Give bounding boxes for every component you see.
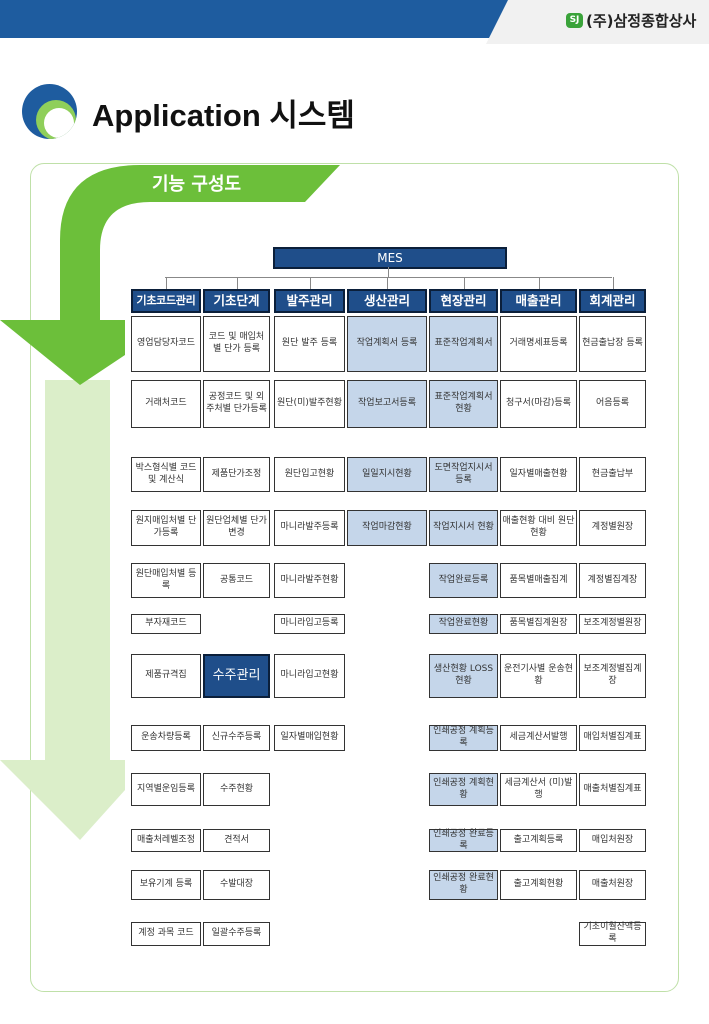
connector-line bbox=[236, 277, 238, 289]
function-node[interactable]: 지역별운임등록 bbox=[131, 773, 201, 806]
category-header[interactable]: 회계관리 bbox=[579, 289, 646, 313]
function-node[interactable]: 마니라발주현황 bbox=[274, 563, 345, 598]
function-node[interactable]: 원단업체별 단가변경 bbox=[203, 510, 270, 546]
function-node[interactable]: 원단매입처별 등록 bbox=[131, 563, 201, 598]
function-node[interactable]: 계정별집계장 bbox=[579, 563, 646, 598]
function-node[interactable]: 표준작업계획서 bbox=[429, 316, 498, 372]
category-header[interactable]: 발주관리 bbox=[274, 289, 345, 313]
company-logo: SJ(주)삼정종합상사 bbox=[566, 10, 696, 31]
function-node[interactable]: 공통코드 bbox=[203, 563, 270, 598]
category-header[interactable]: 기초단계 bbox=[203, 289, 270, 313]
function-node[interactable]: 매출처원장 bbox=[579, 870, 646, 900]
function-node[interactable]: 작업계획서 등록 bbox=[347, 316, 427, 372]
function-node[interactable]: 세금계산서 (미)발행 bbox=[500, 773, 577, 806]
connector-line bbox=[165, 277, 612, 278]
logo-icon: SJ bbox=[566, 13, 583, 28]
function-node[interactable]: 거래명세표등록 bbox=[500, 316, 577, 372]
function-node[interactable]: 작업보고서등록 bbox=[347, 380, 427, 428]
function-node[interactable]: 출고계획현황 bbox=[500, 870, 577, 900]
mes-root-node[interactable]: MES bbox=[273, 247, 507, 269]
function-node[interactable]: 제품규격집 bbox=[131, 654, 201, 698]
connector-line bbox=[463, 277, 465, 289]
function-node[interactable]: 운전기사별 운송현황 bbox=[500, 654, 577, 698]
function-node[interactable]: 매입처원장 bbox=[579, 829, 646, 852]
function-node[interactable]: 인쇄공정 완료현황 bbox=[429, 870, 498, 900]
function-node[interactable]: 매출현황 대비 원단현황 bbox=[500, 510, 577, 546]
function-node[interactable]: 인쇄공정 계획등록 bbox=[429, 725, 498, 751]
connector-line bbox=[388, 267, 389, 277]
function-node[interactable]: 청구서(마감)등록 bbox=[500, 380, 577, 428]
connector-line bbox=[166, 277, 167, 289]
function-node[interactable]: 부자재코드 bbox=[131, 614, 201, 634]
function-node[interactable]: 보조계정별집계장 bbox=[579, 654, 646, 698]
function-node[interactable]: 매입처별집계표 bbox=[579, 725, 646, 751]
logo-area bbox=[486, 0, 709, 44]
function-node[interactable]: 신규수주등록 bbox=[203, 725, 270, 751]
diagram-panel bbox=[30, 163, 679, 992]
banner-label: 기능 구성도 bbox=[152, 174, 242, 195]
function-node[interactable]: 작업지시서 현황 bbox=[429, 510, 498, 546]
function-node[interactable]: 세금계산서발행 bbox=[500, 725, 577, 751]
function-node[interactable]: 마니라입고현황 bbox=[274, 654, 345, 698]
connector-line bbox=[387, 277, 388, 289]
function-node[interactable]: 운송차량등록 bbox=[131, 725, 201, 751]
function-node[interactable]: 거래처코드 bbox=[131, 380, 201, 428]
function-node[interactable]: 영업담당자코드 bbox=[131, 316, 201, 372]
function-node[interactable]: 수발대장 bbox=[203, 870, 270, 900]
function-node[interactable]: 원단 발주 등록 bbox=[274, 316, 345, 372]
function-node[interactable]: 계정 과목 코드 bbox=[131, 922, 201, 946]
green-banner-arrow-icon bbox=[0, 165, 340, 385]
function-node[interactable]: 수주관리 bbox=[203, 654, 270, 698]
function-node[interactable]: 박스형식별 코드 및 계산식 bbox=[131, 457, 201, 492]
category-header[interactable]: 현장관리 bbox=[429, 289, 498, 313]
function-node[interactable]: 표준작업계획서 현황 bbox=[429, 380, 498, 428]
function-node[interactable]: 기초이월잔액등록 bbox=[579, 922, 646, 946]
connector-line bbox=[538, 277, 540, 289]
function-node[interactable]: 코드 및 매입처별 단가 등록 bbox=[203, 316, 270, 372]
function-node[interactable]: 작업완료현황 bbox=[429, 614, 498, 634]
function-node[interactable]: 일자별매입현황 bbox=[274, 725, 345, 751]
function-node[interactable]: 현금출납장 등록 bbox=[579, 316, 646, 372]
category-header[interactable]: 매출관리 bbox=[500, 289, 577, 313]
function-node[interactable]: 일일지시현황 bbox=[347, 457, 427, 492]
function-node[interactable]: 일자별매출현황 bbox=[500, 457, 577, 492]
function-node[interactable]: 마니라입고등록 bbox=[274, 614, 345, 634]
category-header[interactable]: 생산관리 bbox=[347, 289, 427, 313]
function-node[interactable]: 품목별매출집계 bbox=[500, 563, 577, 598]
function-node[interactable]: 매출처레벨조정 bbox=[131, 829, 201, 852]
function-node[interactable]: 작업마감현황 bbox=[347, 510, 427, 546]
function-node[interactable]: 제품단가조정 bbox=[203, 457, 270, 492]
function-node[interactable]: 어음등록 bbox=[579, 380, 646, 428]
function-node[interactable]: 현금출납부 bbox=[579, 457, 646, 492]
green-arrow-icon bbox=[0, 380, 125, 840]
category-header[interactable]: 기초코드관리 bbox=[131, 289, 201, 313]
function-node[interactable]: 품목별집계원장 bbox=[500, 614, 577, 634]
function-node[interactable]: 계정별원장 bbox=[579, 510, 646, 546]
function-node[interactable]: 원지매입처별 단가등록 bbox=[131, 510, 201, 546]
function-node[interactable]: 출고계획등록 bbox=[500, 829, 577, 852]
function-node[interactable]: 인쇄공정 완료등록 bbox=[429, 829, 498, 852]
function-node[interactable]: 수주현황 bbox=[203, 773, 270, 806]
function-node[interactable]: 공정코드 및 외주처별 단가등록 bbox=[203, 380, 270, 428]
function-node[interactable]: 인쇄공정 계획현황 bbox=[429, 773, 498, 806]
connector-line bbox=[309, 277, 311, 289]
function-node[interactable]: 도면작업지시서 등록 bbox=[429, 457, 498, 492]
company-name: (주)삼정종합상사 bbox=[586, 12, 697, 30]
function-node[interactable]: 원단입고현황 bbox=[274, 457, 345, 492]
connector-line bbox=[612, 277, 614, 289]
function-node[interactable]: 보조계정별원장 bbox=[579, 614, 646, 634]
function-node[interactable]: 견적서 bbox=[203, 829, 270, 852]
function-node[interactable]: 보유기계 등록 bbox=[131, 870, 201, 900]
function-node[interactable]: 매출처별집계표 bbox=[579, 773, 646, 806]
function-node[interactable]: 일괄수주등록 bbox=[203, 922, 270, 946]
function-node[interactable]: 작업완료등록 bbox=[429, 563, 498, 598]
page-title: Application 시스템 bbox=[92, 98, 355, 133]
title-circle-icon bbox=[22, 84, 77, 139]
function-node[interactable]: 생산현황 LOSS현황 bbox=[429, 654, 498, 698]
function-node[interactable]: 원단(미)발주현황 bbox=[274, 380, 345, 428]
function-node[interactable]: 마니라발주등록 bbox=[274, 510, 345, 546]
